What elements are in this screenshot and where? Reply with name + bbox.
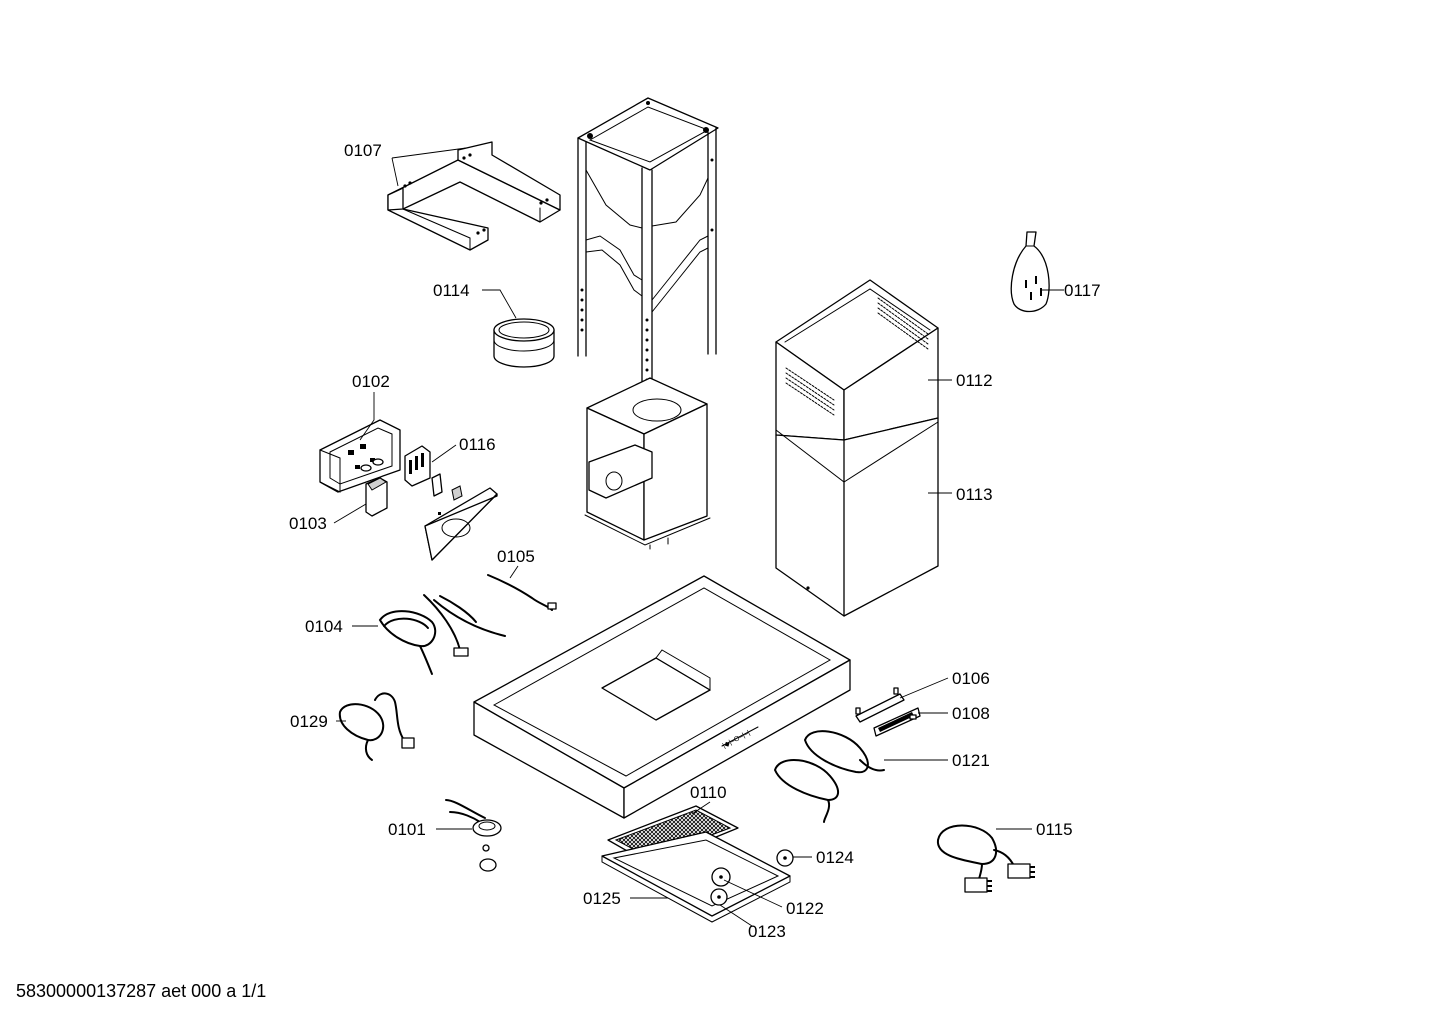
- part-0102-control-housing: [319, 419, 401, 493]
- label-0125: 0125: [583, 889, 621, 908]
- part-0108-light-panel: [873, 707, 921, 737]
- part-0117-screw-bag: [1010, 231, 1050, 313]
- label-0123: 0123: [748, 922, 786, 941]
- part-0121-cables: [773, 730, 885, 823]
- label-0114: 0114: [433, 281, 470, 300]
- part-0113-lower-chimney: [775, 417, 939, 617]
- part-0106-bracket: [855, 687, 905, 723]
- part-0112-upper-chimney: [775, 279, 939, 441]
- label-0113: 0113: [956, 485, 993, 504]
- label-0124: 0124: [816, 848, 854, 867]
- label-0110: 0110: [690, 783, 727, 802]
- part-0123-screw: [710, 888, 728, 906]
- label-0108: 0108: [952, 704, 990, 723]
- part-0101-lamp-holder: [445, 799, 502, 872]
- part-0116-switch-module: [404, 445, 463, 501]
- document-id-footer: 58300000137287 aet 000 a 1/1: [16, 981, 267, 1001]
- part-0103-switch: [365, 477, 388, 517]
- leader-lines: [333, 147, 1064, 927]
- part-0124-screw: [776, 849, 794, 867]
- label-0129: 0129: [290, 712, 328, 731]
- part-0105-cable: [487, 574, 557, 611]
- part-labels: 0107 0114 0117 0112 0102 0116 0113 0103 …: [289, 141, 1101, 941]
- part-0115-connector-cable: [936, 824, 1035, 893]
- label-0101: 0101: [388, 820, 426, 839]
- label-0117: 0117: [1064, 281, 1101, 300]
- label-0116: 0116: [459, 435, 496, 454]
- part-0122-screw: [711, 867, 731, 887]
- motor-housing: [584, 377, 711, 550]
- support-frame: [577, 97, 719, 397]
- control-panel-plate: [424, 487, 498, 561]
- label-0115: 0115: [1036, 820, 1073, 839]
- part-0129-cable: [338, 692, 415, 761]
- label-0103: 0103: [289, 514, 327, 533]
- vent-slots: [785, 297, 929, 416]
- label-0121: 0121: [952, 751, 990, 770]
- canopy-main-body: |◆|–O–|–|: [473, 575, 851, 819]
- label-0106: 0106: [952, 669, 990, 688]
- label-0104: 0104: [305, 617, 343, 636]
- label-0105: 0105: [497, 547, 535, 566]
- part-0114-duct-connector: [493, 318, 555, 368]
- label-0107: 0107: [344, 141, 382, 160]
- label-0122: 0122: [786, 899, 824, 918]
- part-0107-mounting-bracket: [387, 141, 561, 251]
- part-0125-filter-frame: [601, 831, 791, 923]
- part-0104-cable-harness: [378, 594, 506, 675]
- label-0102: 0102: [352, 372, 390, 391]
- label-0112: 0112: [956, 371, 993, 390]
